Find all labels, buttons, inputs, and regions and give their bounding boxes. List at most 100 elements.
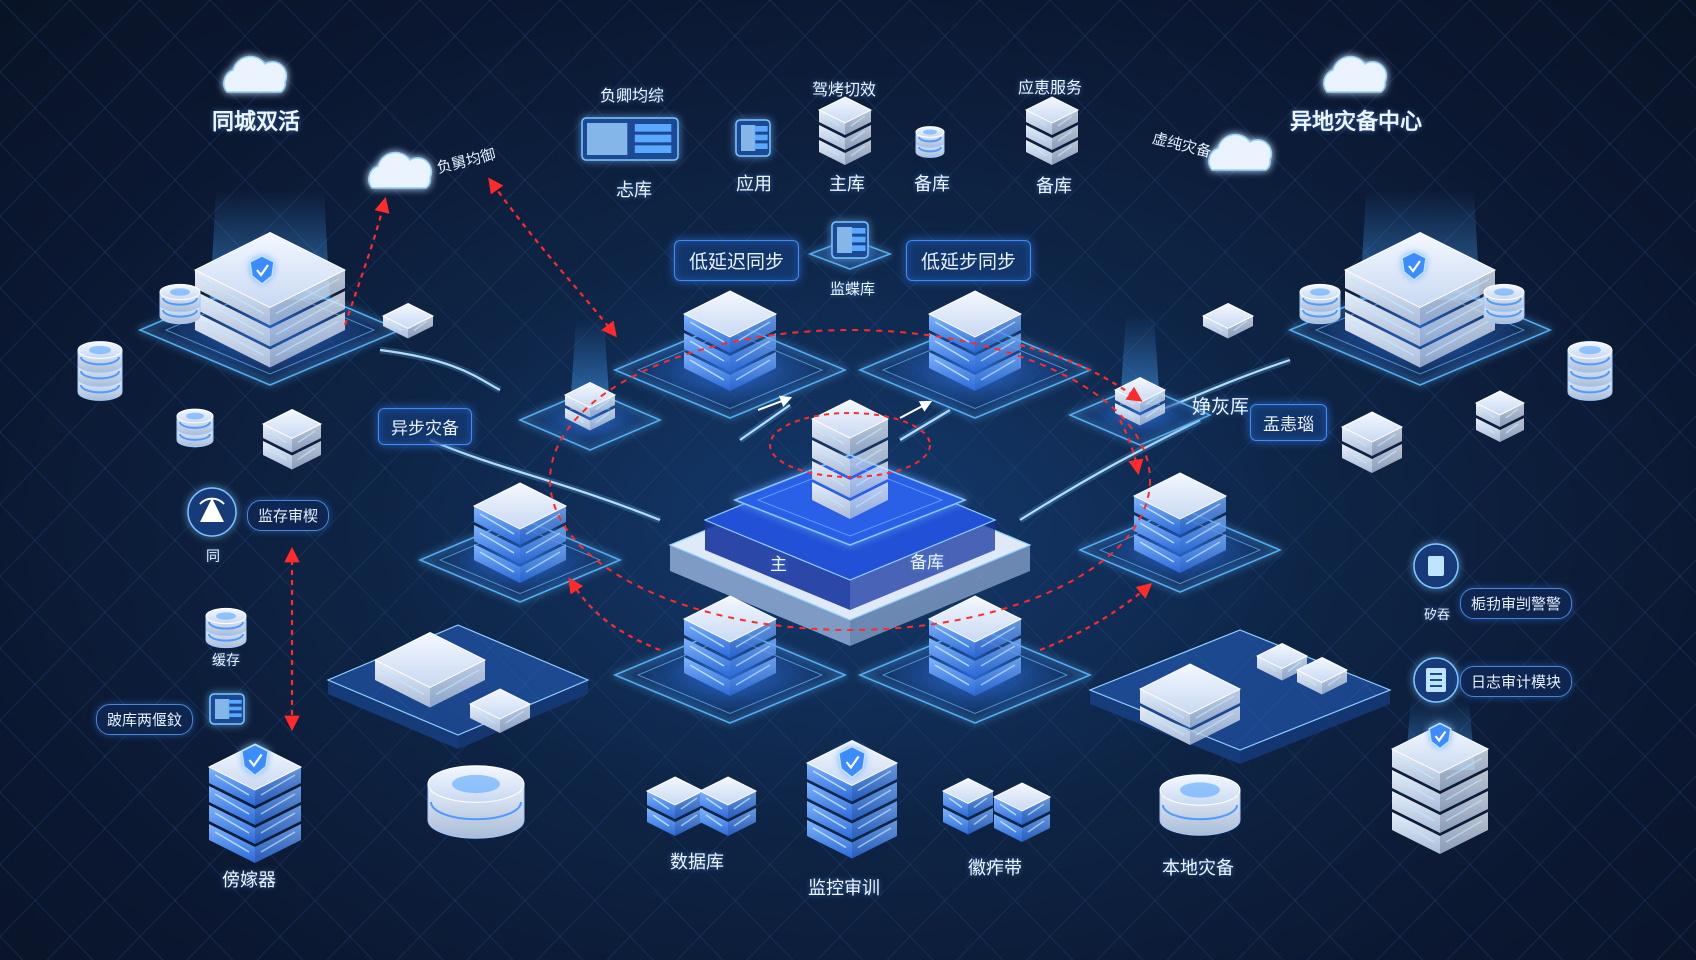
- sync-center-caption: 监蝶库: [830, 280, 876, 298]
- grid-line: [0, 0, 351, 361]
- core-inner-pad: [732, 454, 968, 546]
- right-cluster-shield-icon: [1401, 251, 1427, 281]
- left-bottom-box: [373, 631, 487, 708]
- grid-line: [0, 143, 794, 960]
- top-main-db-server-icon: [817, 96, 873, 165]
- grid-line: [0, 215, 724, 960]
- label-cache: 缓存: [212, 653, 240, 669]
- grid-line: [1376, 631, 1696, 960]
- left-db-1: [77, 341, 123, 401]
- bottom-label-left: 傍嫁器: [222, 870, 276, 891]
- grid-line: [1329, 0, 1696, 378]
- radar-icon: [187, 487, 237, 537]
- grid-line: [746, 0, 1681, 960]
- satellite-server-icon: [927, 290, 1023, 391]
- grid-line: [1119, 0, 1696, 594]
- grid-line: [956, 198, 1696, 960]
- alert-module-label: 栀劧审剀警警: [1460, 588, 1573, 619]
- grid-line: [606, 0, 1541, 960]
- grid-line: [0, 0, 211, 217]
- grid-line: [0, 431, 514, 960]
- grid-line: [0, 0, 701, 722]
- bottom-cache-server-b: [992, 782, 1052, 842]
- link-right-mid: [1019, 419, 1201, 521]
- arrow-top-link: [488, 177, 617, 338]
- top-node-backup-db-2: 备库: [1036, 176, 1072, 197]
- right-bottom-box-a: [1255, 642, 1309, 681]
- region-title-left: 同城双活: [212, 110, 301, 135]
- grid-line: [1166, 415, 1696, 960]
- grid-line: [1446, 703, 1696, 960]
- right-db-3: [1483, 283, 1525, 325]
- bottom-left-shield-icon: [240, 743, 270, 777]
- grid-line: [909, 0, 1696, 810]
- grid-line: [1469, 0, 1696, 234]
- right-bottom-server: [1138, 663, 1242, 745]
- arrow-to-left-mid: [568, 577, 661, 652]
- left-bottom-box-small: [468, 688, 532, 733]
- satellite-server-icon: [682, 290, 778, 391]
- grid-line: [0, 359, 584, 960]
- grid-line: [979, 0, 1696, 738]
- bottom-db-server-b: [698, 776, 758, 836]
- bottom-label-cache: 徽痄带: [968, 858, 1022, 879]
- grid-line: [559, 0, 1494, 960]
- left-lb-cloud-icon: [368, 151, 433, 189]
- db-conn-monitor-icon: [209, 693, 245, 725]
- arrow-right-top: [1019, 343, 1143, 402]
- grid-line: [0, 0, 841, 866]
- grid-line: [279, 0, 1214, 960]
- right-region-cloud-icon: [1323, 55, 1388, 93]
- grid-line: [1516, 775, 1696, 960]
- right-db-2: [1567, 341, 1613, 401]
- top-node-main-db-1: 忐库: [616, 180, 652, 201]
- left-region-cloud-icon: [223, 55, 288, 93]
- grid-line: [0, 0, 934, 960]
- grid-line: [1096, 343, 1696, 960]
- sync-center-monitor-icon: [831, 221, 869, 259]
- left-db-2: [159, 283, 201, 325]
- top-load-balance-monitor-icon: [581, 117, 679, 161]
- left-bottom-cylinder-icon: [427, 765, 525, 839]
- cache-db-icon: [205, 607, 247, 649]
- left-cluster-server-icon: [193, 231, 347, 368]
- grid-line: [116, 0, 1051, 960]
- bottom-label-audit: 监控审训: [808, 878, 880, 899]
- arrow-layer: [284, 177, 1153, 732]
- grid-line: [1189, 0, 1696, 522]
- top-label-switch: 驾烤切效: [812, 80, 877, 99]
- right-cluster-server-icon: [1343, 231, 1497, 368]
- top-label-load-balance: 负卿均综: [600, 86, 665, 105]
- alert-module-icon: [1413, 543, 1459, 589]
- label-monitor-small: 同: [206, 549, 220, 565]
- arrow-right-down: [1119, 419, 1144, 476]
- right-small-server-2: [1474, 390, 1526, 442]
- sync-pill-right: 低延步同步: [906, 240, 1032, 281]
- top-app-monitor-icon: [735, 119, 771, 157]
- grid-line: [1049, 0, 1696, 666]
- link-center-a: [739, 404, 791, 441]
- top-node-app: 应用: [736, 174, 772, 195]
- top-backup-db-server-icon: [1024, 96, 1080, 165]
- link-left-mid: [429, 438, 661, 522]
- top-node-main-db-2: 主库: [829, 174, 865, 195]
- core-loop-arrow: [769, 412, 931, 478]
- grid-line: [0, 647, 304, 960]
- region-title-right: 异地灾备中心: [1290, 110, 1423, 135]
- grid-line: [1259, 0, 1696, 450]
- link-center-b: [899, 409, 951, 441]
- grid-line: [0, 0, 491, 506]
- core-label-left: 主: [770, 555, 787, 575]
- left-beacon-pad: [517, 389, 663, 451]
- left-beacon-server: [563, 381, 617, 431]
- bottom-audit-shield-icon: [837, 745, 867, 779]
- bottom-label-local-backup: 本地灾备: [1162, 858, 1234, 879]
- log-audit-module-label: 日志审计模块: [1460, 666, 1573, 697]
- grid-line: [256, 0, 1191, 960]
- left-db-3: [176, 408, 214, 448]
- left-cluster-shield-icon: [249, 255, 275, 285]
- left-small-server: [261, 408, 323, 470]
- right-bottom-box-b: [1295, 656, 1349, 695]
- label-right-b: 盂恚瑙: [1250, 404, 1327, 441]
